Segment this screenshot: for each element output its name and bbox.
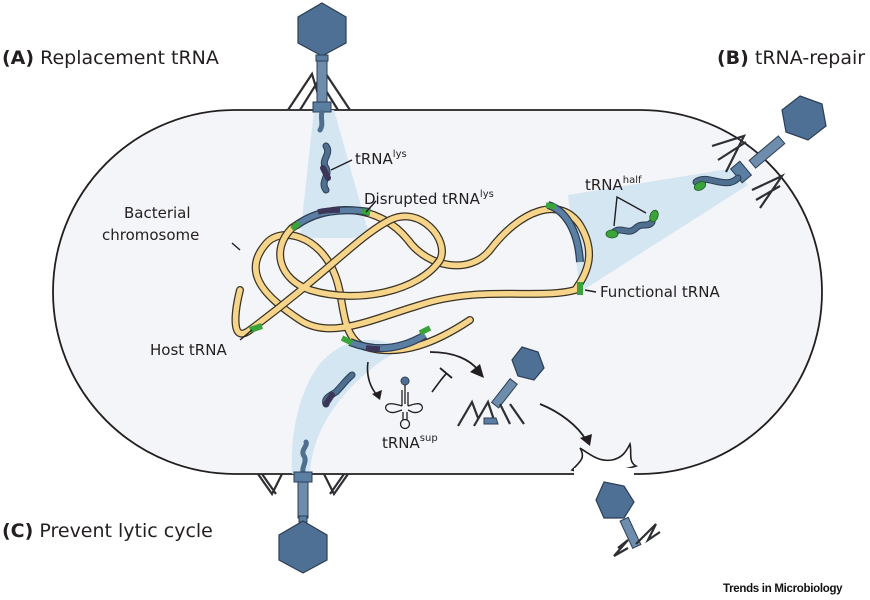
panel-c-title: (C) Prevent lytic cycle [2,520,213,542]
injection-beam-c [291,339,402,474]
bacterial-chromosome-label-line2: chromosome [102,226,199,244]
trna-sup-label: tRNAsup [382,433,438,452]
phage-released [595,481,661,557]
trna-half-bracket [613,195,647,227]
phage-assembling [457,346,545,427]
panel-a-title: (A) Replacement tRNA [2,47,219,69]
arrow-head-trna-sup [372,390,382,400]
host-trna-leader [239,329,253,341]
arrow-to-lysis [539,403,587,441]
phage-b [692,95,827,209]
injection-beam-a [300,110,370,238]
trna-lys-strand [320,142,332,194]
injection-beam-b [568,168,748,292]
functional-trna-leader [584,289,597,293]
inhibition-line [431,373,447,393]
arrow-head-lysis [580,434,592,446]
host-trna-label: Host tRNA [150,341,227,359]
bacterial-chromosome-label-line1: Bacterial [124,204,191,222]
phage-a [287,2,351,133]
trna-lys-label: tRNAlys [355,149,407,168]
panel-b-title: (B) tRNA-repair [717,47,865,69]
trna-half-strand [605,209,659,239]
bacterial-chromosome [231,201,594,355]
disrupted-trna-lys-label: Disrupted tRNAlys [364,189,494,208]
trna-lys-leader [330,159,353,171]
functional-trna-label: Functional tRNA [600,283,720,301]
trna-half-label: tRNAhalf [585,175,642,194]
trna-strand-c [322,371,356,408]
inhibition-bar [439,367,453,379]
journal-credit: Trends in Microbiology [723,583,843,595]
phage-c [257,439,349,574]
disrupted-trna-leader [365,200,377,213]
bacterial-chromosome-leader [231,242,241,251]
arrow-head-lytic-phage [470,364,484,378]
trna-sup-cloverleaf [384,376,424,430]
